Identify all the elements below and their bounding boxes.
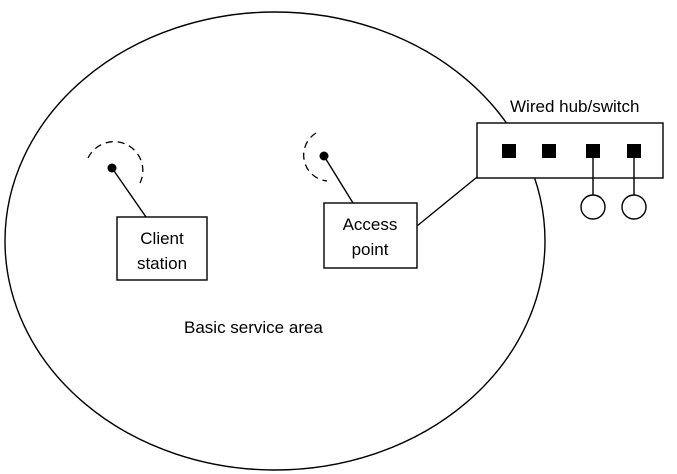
client-station-label-line2: station <box>137 254 187 273</box>
hub-port-4 <box>627 144 641 158</box>
client-station: Client station <box>116 216 208 281</box>
client-station-box <box>116 216 208 281</box>
hub-port-2 <box>542 144 556 158</box>
basic-service-area-ellipse <box>4 11 546 471</box>
access-point-label-line2: point <box>352 240 389 259</box>
client-station-antenna <box>87 141 147 218</box>
wired-client-2-node <box>621 194 647 220</box>
access-point-label-line1: Access <box>343 215 398 234</box>
client-antenna-mast <box>111 167 147 218</box>
basic-service-area-label: Basic service area <box>184 318 323 337</box>
client-signal-arc <box>87 141 144 184</box>
client-station-label-line1: Client <box>140 229 184 248</box>
hub-title: Wired hub/switch <box>510 97 639 116</box>
hub-port-1 <box>502 144 516 158</box>
access-point-antenna <box>303 132 354 204</box>
access-point-box <box>323 202 418 269</box>
wired-hub-switch: Wired hub/switch <box>476 97 664 179</box>
access-point: Access point <box>323 202 418 269</box>
ap-antenna-mast <box>323 155 354 204</box>
wired-client-1-node <box>580 194 606 220</box>
hub-port-3 <box>586 144 600 158</box>
wired-client-1 <box>580 158 606 220</box>
wired-client-2 <box>621 158 647 220</box>
